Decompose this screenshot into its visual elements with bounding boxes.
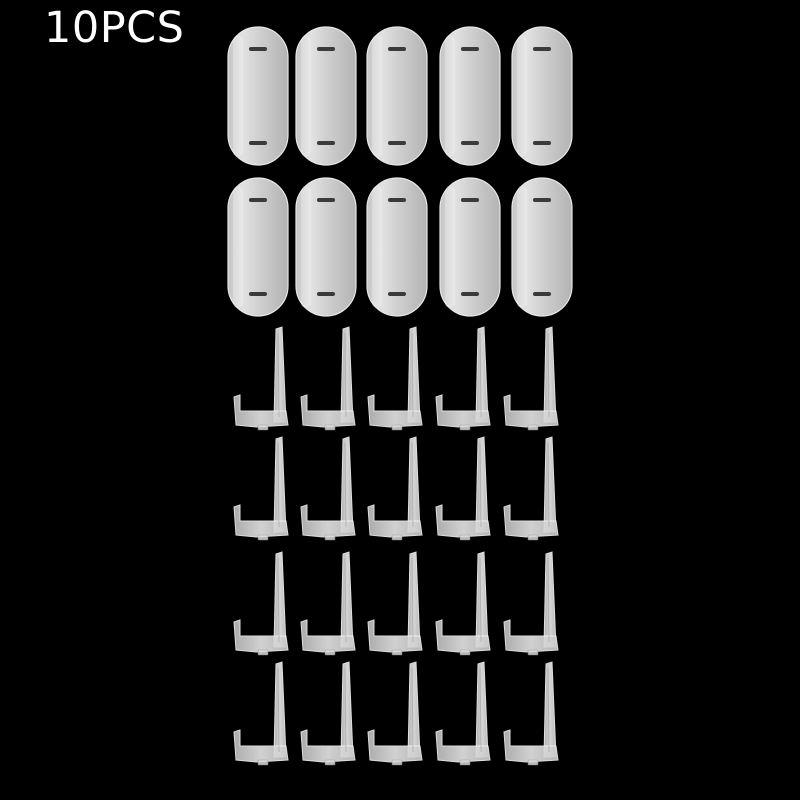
l-hooks-group: [233, 326, 559, 766]
oval-plate-clip: [366, 177, 428, 317]
l-shaped-hook: [503, 551, 559, 656]
oval-plate-clip: [295, 26, 357, 166]
l-shaped-hook: [233, 551, 289, 656]
l-shaped-hook: [367, 551, 423, 656]
l-shaped-hook: [233, 326, 289, 431]
oval-plate-clip: [511, 177, 573, 317]
l-shaped-hook: [300, 326, 356, 431]
l-shaped-hook: [367, 661, 423, 766]
l-shaped-hook: [503, 661, 559, 766]
l-shaped-hook: [435, 661, 491, 766]
oval-plate-clip: [439, 177, 501, 317]
l-shaped-hook: [435, 436, 491, 541]
l-shaped-hook: [233, 661, 289, 766]
l-shaped-hook: [367, 436, 423, 541]
l-shaped-hook: [300, 436, 356, 541]
l-shaped-hook: [503, 326, 559, 431]
oval-plate-clip: [366, 26, 428, 166]
quantity-label: 10PCS: [44, 3, 185, 53]
l-shaped-hook: [435, 326, 491, 431]
oval-plate-clip: [295, 177, 357, 317]
l-shaped-hook: [300, 551, 356, 656]
l-shaped-hook: [300, 661, 356, 766]
oval-plate-clip: [511, 26, 573, 166]
oval-plate-clip: [439, 26, 501, 166]
l-shaped-hook: [367, 326, 423, 431]
oval-plate-clip: [227, 177, 289, 317]
oval-plate-clip: [227, 26, 289, 166]
l-shaped-hook: [435, 551, 491, 656]
l-shaped-hook: [503, 436, 559, 541]
l-shaped-hook: [233, 436, 289, 541]
oval-plates-group: [227, 26, 573, 317]
